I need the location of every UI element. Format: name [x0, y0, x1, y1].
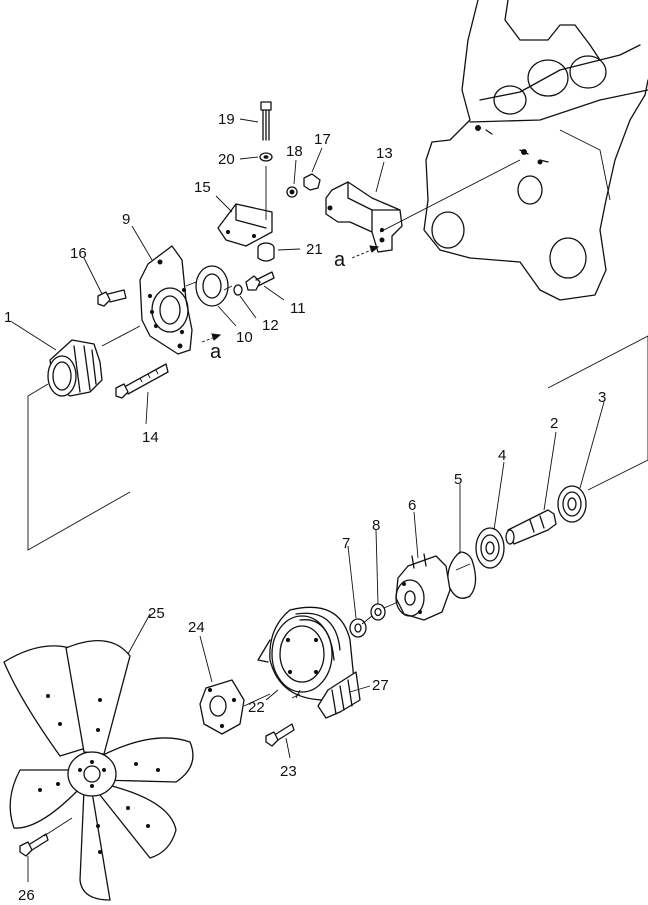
part-18-washer — [286, 186, 298, 198]
callout-15: 15 — [194, 179, 211, 196]
callout-26: 26 — [18, 887, 35, 904]
part-19-bolt — [260, 101, 272, 141]
part-8-washer — [370, 603, 386, 621]
callout-19: 19 — [218, 111, 235, 128]
callout-7: 7 — [342, 535, 350, 552]
callout-1: 1 — [4, 309, 12, 326]
callout-6: 6 — [408, 497, 416, 514]
callout-13: 13 — [376, 145, 393, 162]
part-23-bolt — [265, 723, 295, 747]
callout-8: 8 — [372, 517, 380, 534]
callout-20: 20 — [218, 151, 235, 168]
part-4-bearing — [475, 527, 505, 569]
callout-23: 23 — [280, 763, 297, 780]
callout-5: 5 — [454, 471, 462, 488]
callout-4: 4 — [498, 447, 506, 464]
callout-16: 16 — [70, 245, 87, 262]
part-10-gasket — [195, 265, 229, 307]
part-2-shaft — [505, 509, 557, 545]
part-9-plate — [139, 245, 193, 355]
part-14-bolt — [115, 363, 169, 399]
callout-11: 11 — [290, 300, 306, 317]
callout-17: 17 — [314, 131, 331, 148]
marker-a-engine: a — [334, 249, 346, 271]
leader-lines — [11, 118, 605, 882]
alignment-lines — [27, 281, 648, 837]
marker-arrows — [201, 245, 380, 343]
part-17-nut — [303, 173, 321, 191]
part-5-snap-ring — [447, 551, 477, 599]
callout-25: 25 — [148, 605, 165, 622]
callout-labels: 1 2 3 4 5 6 7 8 9 10 11 12 13 14 15 16 1… — [4, 111, 606, 904]
callout-14: 14 — [142, 429, 159, 446]
callout-3: 3 — [598, 389, 606, 406]
callout-2: 2 — [550, 415, 558, 432]
part-20-washer — [259, 152, 273, 162]
part-15-bracket — [217, 203, 273, 247]
callout-21: 21 — [306, 241, 323, 258]
callout-12: 12 — [262, 317, 279, 334]
part-16-bolt — [97, 289, 127, 307]
part-12-washer — [233, 284, 243, 296]
part-25-fan — [3, 640, 194, 901]
engine-block — [423, 0, 648, 301]
callout-18: 18 — [286, 143, 303, 160]
part-1-hub — [47, 339, 103, 397]
marker-a-bracket: a — [210, 341, 222, 363]
part-13-spacer — [325, 181, 403, 253]
part-24-spacer — [199, 679, 245, 735]
part-6-housing — [395, 553, 451, 621]
callout-9: 9 — [122, 211, 130, 228]
part-21-collar — [257, 242, 275, 262]
callout-24: 24 — [188, 619, 205, 636]
part-11-bolt — [245, 271, 275, 291]
part-26-bolt — [19, 833, 49, 857]
callout-27: 27 — [372, 677, 389, 694]
part-27-belt-guide — [317, 671, 361, 719]
alignment-line-13 — [379, 159, 521, 233]
callout-22: 22 — [248, 699, 265, 716]
part-3-bearing — [557, 485, 587, 523]
callout-10: 10 — [236, 329, 253, 346]
part-7-collar — [349, 618, 367, 638]
